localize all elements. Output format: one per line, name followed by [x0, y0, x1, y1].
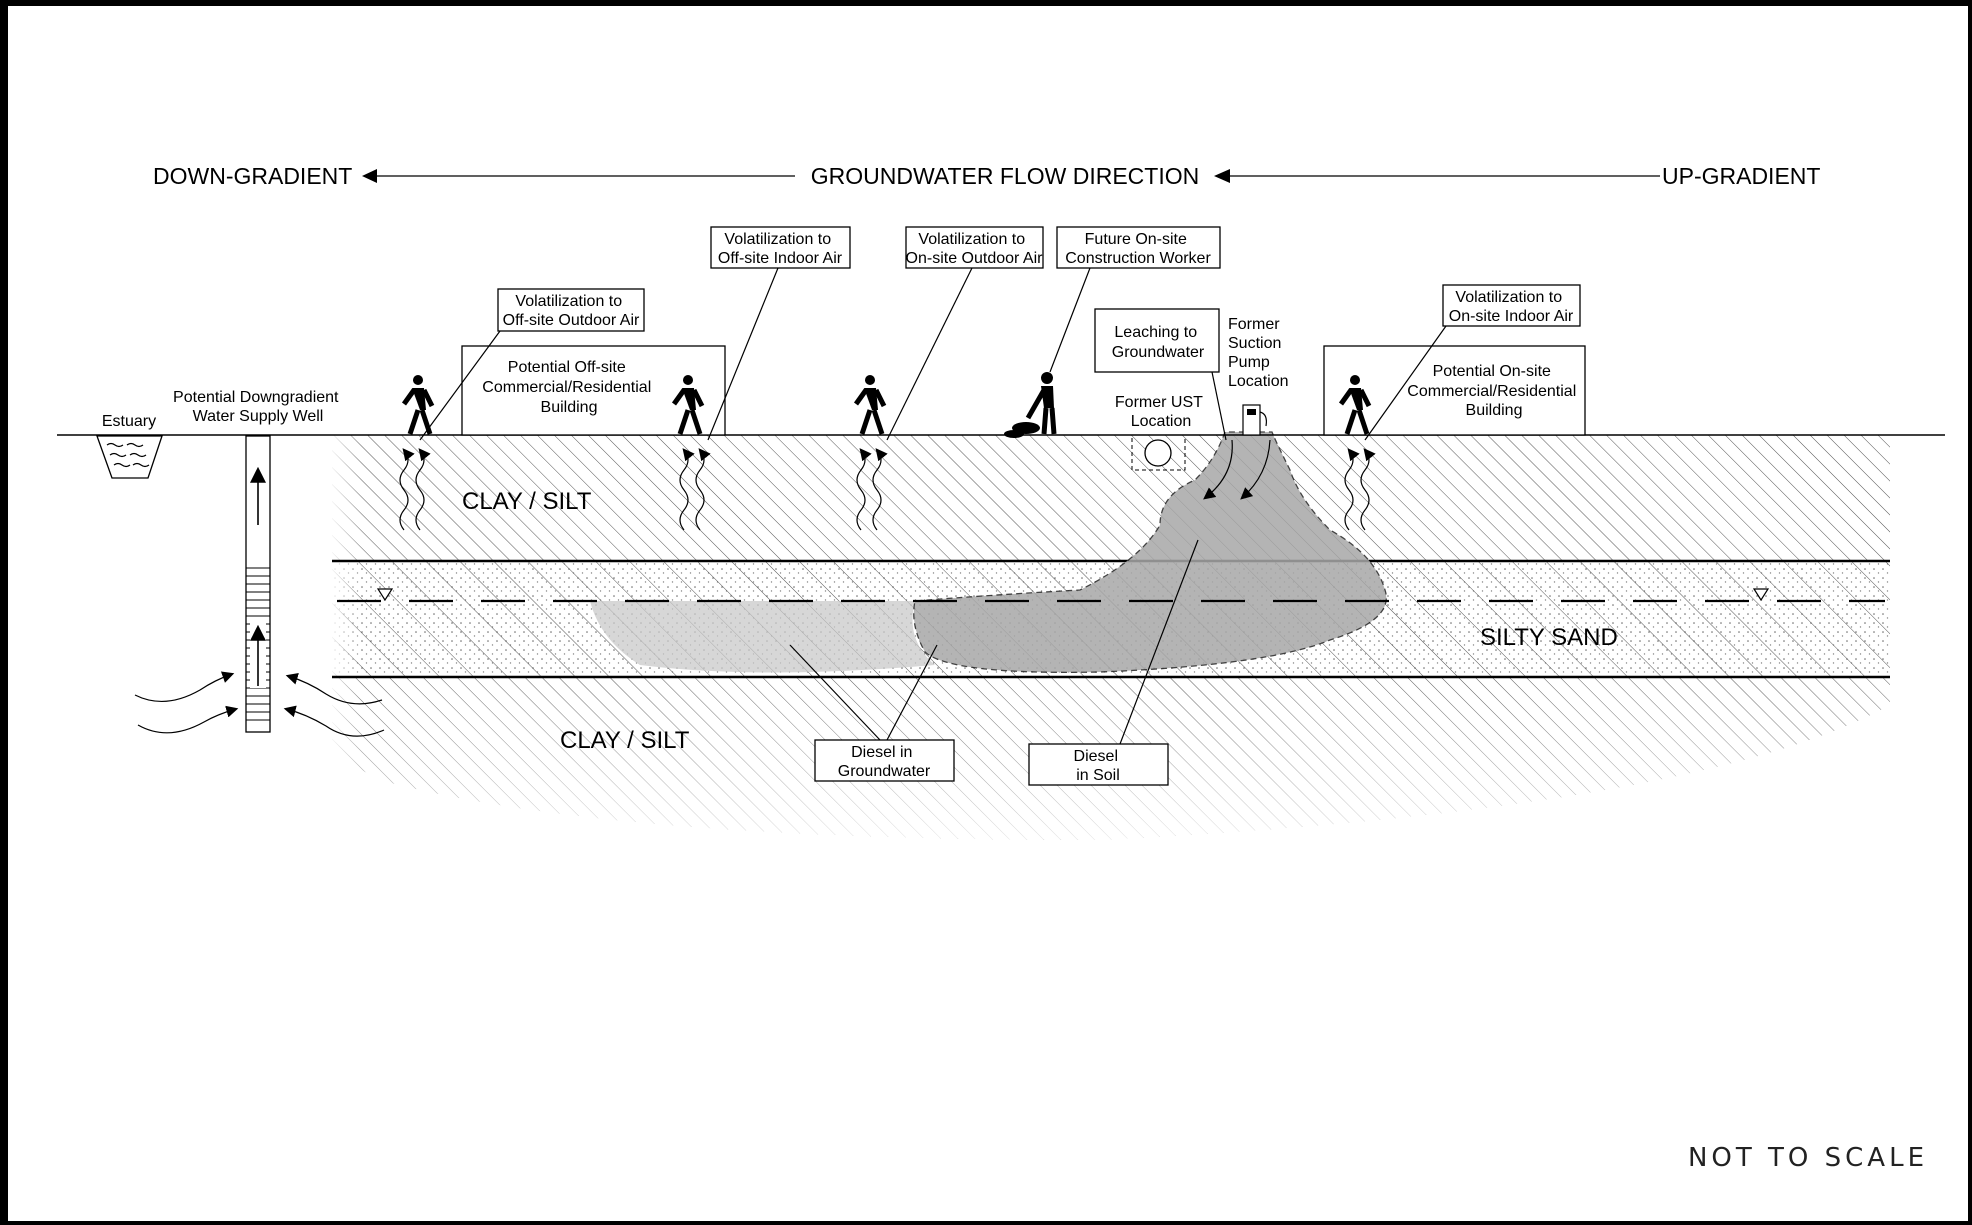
upper-clay-layer — [332, 435, 1890, 561]
clay-silt-lower-label: CLAY / SILT — [560, 727, 690, 754]
ust-label: Former UST Location — [1115, 394, 1207, 430]
callout-label: Volatilization to On-site Outdoor Air — [906, 231, 1044, 267]
callout-label: Volatilization to Off-site Outdoor Air — [503, 293, 640, 329]
inflow-arrow-left-upper — [134, 671, 235, 703]
callout-box — [905, 226, 1044, 269]
estuary-label: Estuary — [102, 413, 156, 430]
callout-onsite-indoor: Volatilization to On-site Indoor Air — [1364, 284, 1581, 441]
leaching-arrow-2 — [1240, 439, 1271, 500]
receptor-onsite-outdoor — [853, 375, 888, 531]
person-walking-icon — [1338, 375, 1372, 435]
leader-line-1 — [789, 644, 881, 741]
ust-tank-icon — [1144, 439, 1172, 467]
down-gradient-label: DOWN-GRADIENT — [153, 163, 352, 189]
soil-plume — [913, 431, 1387, 673]
flow-arrowhead-right — [1214, 169, 1230, 183]
callout-offsite-indoor: Volatilization to Off-site Indoor Air — [707, 226, 851, 441]
not-to-scale-note: NOT TO SCALE — [1688, 1143, 1928, 1173]
callout-box — [814, 739, 955, 782]
leader-line — [1364, 325, 1447, 441]
leader-line — [1211, 371, 1227, 441]
suction-pump-label: Former Suction Pump Location — [1228, 316, 1289, 390]
construction-worker-icon — [1004, 372, 1057, 438]
receptor-offsite-outdoor — [399, 375, 435, 531]
person-walking-icon — [671, 375, 705, 435]
callout-future-worker: Future On-site Construction Worker — [1049, 226, 1221, 373]
callout-onsite-outdoor: Volatilization to On-site Outdoor Air — [886, 226, 1044, 441]
former-ust: Former UST Location — [1115, 394, 1207, 471]
onsite-building-label: Potential On-site Commercial/Residential… — [1407, 363, 1580, 419]
water-table-symbol-right — [1752, 588, 1770, 602]
groundwater-plume-light — [590, 601, 935, 673]
contaminant-plumes — [590, 431, 1387, 673]
estuary: Estuary — [96, 413, 163, 479]
receptor-offsite-indoor — [671, 375, 711, 531]
up-gradient-label: UP-GRADIENT — [1662, 163, 1820, 189]
callout-label: Diesel in Groundwater — [838, 744, 931, 780]
callout-label: Volatilization to Off-site Indoor Air — [718, 231, 843, 267]
leader-line — [707, 267, 779, 441]
construction-worker — [1004, 372, 1057, 438]
ust-excavation-outline — [1131, 438, 1186, 471]
callout-leaching: Leaching to Groundwater — [1094, 308, 1227, 441]
water-supply-well: Potential Downgradient Water Supply Well — [134, 389, 385, 737]
callout-diesel-groundwater: Diesel in Groundwater — [789, 644, 955, 782]
inflow-arrow-left-lower — [137, 705, 239, 734]
onsite-building: Potential On-site Commercial/Residential… — [1323, 345, 1586, 436]
callout-label: Volatilization to On-site Indoor Air — [1449, 289, 1574, 325]
callout-box — [1442, 284, 1581, 327]
callout-diesel-soil: Diesel in Soil — [1028, 539, 1199, 786]
callout-offsite-outdoor: Volatilization to Off-site Outdoor Air — [419, 288, 645, 441]
callout-box — [710, 226, 851, 269]
vapor-arrows — [1344, 448, 1376, 531]
person-walking-icon — [401, 375, 435, 435]
callout-label: Diesel in Soil — [1074, 748, 1123, 784]
vapor-arrows — [399, 448, 431, 531]
leader-line — [419, 330, 501, 441]
onsite-building-outline — [1323, 345, 1586, 436]
callout-box — [497, 288, 645, 332]
callout-box — [1028, 743, 1169, 786]
estuary-basin — [96, 435, 163, 479]
leader-line — [1049, 267, 1091, 373]
callout-label: Future On-site Construction Worker — [1065, 231, 1211, 267]
inflow-arrow-right-upper — [285, 673, 383, 705]
offsite-building-label: Potential Off-site Commercial/Residentia… — [482, 359, 655, 416]
person-walking-icon — [853, 375, 887, 435]
callout-box — [1094, 308, 1220, 373]
vapor-arrows — [856, 448, 888, 531]
well-label: Potential Downgradient Water Supply Well — [173, 389, 343, 425]
silty-sand-label: SILTY SAND — [1480, 624, 1618, 651]
suction-pump: Former Suction Pump Location — [1228, 316, 1289, 436]
water-table-symbol-left — [376, 588, 394, 602]
leader-line — [1119, 539, 1199, 745]
leaching-arrow-1 — [1203, 439, 1233, 500]
vapor-arrows — [679, 448, 711, 531]
receptor-onsite-indoor — [1338, 375, 1376, 531]
leader-line — [886, 267, 973, 441]
flow-direction-header: DOWN-GRADIENT GROUNDWATER FLOW DIRECTION… — [153, 163, 1820, 189]
water-waves-icon — [106, 442, 150, 468]
inflow-arrow-right-lower — [283, 705, 385, 737]
leader-line-2 — [886, 644, 938, 741]
callout-box — [1056, 226, 1221, 269]
clay-silt-upper-label: CLAY / SILT — [462, 488, 592, 515]
callout-label: Leaching to Groundwater — [1112, 324, 1205, 361]
flow-direction-label: GROUNDWATER FLOW DIRECTION — [811, 163, 1199, 189]
flow-arrowhead-left — [362, 169, 377, 183]
